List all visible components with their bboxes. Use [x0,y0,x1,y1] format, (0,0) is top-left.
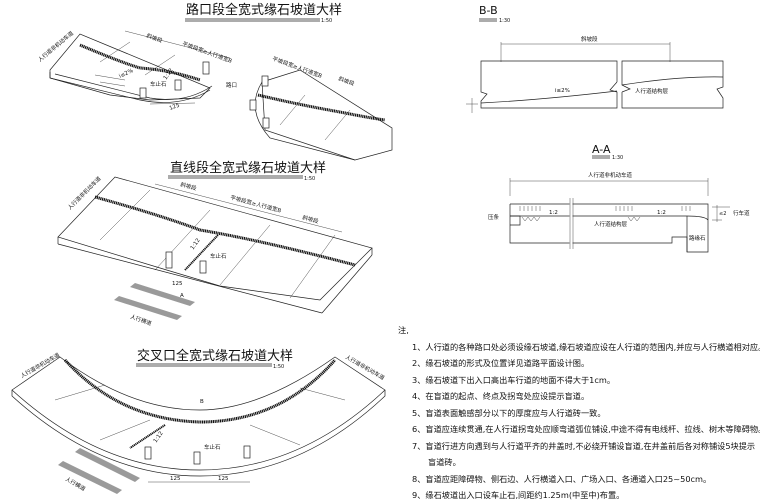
crosswalk-stripe [58,461,122,494]
bollard-icon [262,117,270,129]
left-label: 压条 [488,213,500,221]
slope-section-label: 斜坡段 [145,31,164,44]
note-item: 5、盲道表面触感部分以下的厚度应与人行道砖一致。 [412,407,606,418]
intersection-segment-drawing: 路口段全宽式缘石坡道大样 1:50 i≤2% 人行道非机动车道 斜坡段 平坡段宽… [36,2,393,161]
section-bb-title: B-B [479,4,498,17]
note-item: 8、盲道应距障碍物、侧石边、人行横道入口、广场入口、各通道入口25~50cm。 [412,473,712,484]
note-item: 2、缘石坡道的形式及位置详见道路平面设计图。 [412,358,590,368]
bollard-label: 车止石 [210,252,227,260]
bollard-icon [202,61,210,75]
bollard-label: 车止石 [204,443,221,451]
crosswalk-label: 人行横道 [129,312,153,327]
slope-right-label: 1:2 [657,210,666,216]
bollard-icon [144,446,152,460]
scale-label: 1:30 [612,155,623,161]
bollard-label: 车止石 [150,80,167,88]
curb-label: 路缘石 [689,234,706,242]
bollard-icon [249,99,257,111]
bollard-icon [199,260,207,274]
spacing-label: 125 [169,102,181,111]
section-bb: B-B 1:30 斜坡段 i≤2% 人行道结构层 [466,4,724,113]
scale-label: 1:50 [304,176,315,182]
note-item-continuation: 盲道砖。 [428,457,461,467]
note-item: 9、缘石坡道出入口设车止石,间距约1.25m(中至中)布置。 [412,490,625,500]
slope-ratio-label: i≤2% [118,68,134,80]
crossing-segment-drawing: 交叉口全宽式缘石坡道大样 1:50 车止石 1:12 B 125 125 人行道… [11,348,387,494]
layer-label: 人行道结构层 [594,220,628,228]
crosswalk-stripe [75,448,140,482]
bollard-icon [139,87,147,99]
spacing-label-left: 125 [170,476,181,482]
bollard-icon [193,451,201,465]
section-aa-title: A-A [592,143,611,156]
notes-block: 注, 1、人行道的各种路口处必须设缘石坡道,缘石坡道应设在人行道的范围内,并应与… [398,322,760,504]
slope-left-label: 1:2 [549,210,558,216]
height-label: ≤2 [719,211,726,217]
scale-label: 1:50 [273,364,284,370]
straight-segment-drawing: 直线段全宽式缘石坡道大样 1:50 车止石 1:12 125 A 人行道非机动车… [57,160,373,328]
bollard-icon [261,75,269,87]
note-item: 6、盲道应连续贯通,在人行道拐弯处应顺弯道弧位铺设,中途不得有电线杆、拉线、树木… [412,424,760,434]
slope-label: i≤2% [555,88,570,94]
note-item: 1、人行道的各种路口处必须设缘石坡道,缘石坡道应设在人行道的范围内,并应与人行横… [412,341,760,352]
section-mark-a: A [180,293,184,299]
carriageway-label: 行车道 [733,209,750,217]
intersection-label: 路口 [226,81,237,89]
notes-heading: 注, [398,325,409,335]
scale-label: 1:50 [321,18,332,24]
slope-section-label-left: 斜坡段 [179,180,197,192]
crosswalk-stripe [130,283,195,306]
note-item: 3、缘石坡道下出入口高出车行道的地面不得大于1cm。 [412,374,616,385]
dimension-label: 斜坡段 [581,35,598,43]
slope-section-label-right: 斜坡段 [301,213,319,225]
crossing-segment-title: 交叉口全宽式缘石坡道大样 [137,348,293,364]
intersection-segment-title: 路口段全宽式缘石坡道大样 [186,2,342,18]
straight-segment-title: 直线段全宽式缘石坡道大样 [170,160,326,176]
section-mark-b: B [200,399,204,405]
spacing-label-right: 125 [218,476,229,482]
bollard-icon [165,251,173,269]
section-aa: A-A 1:30 人行道非机动车道 压条 1:2 1:2 人行道结构层 路缘石 … [488,143,750,253]
note-item: 7、盲道行进方向遇到与人行道平齐的井盖时,不必绕开铺设盲道,在井盖前后各对称铺设… [412,440,756,451]
note-item: 4、在盲道的起点、终点及拐弯处应设提示盲道。 [412,391,590,401]
crosswalk-stripe [114,296,182,320]
bollard-icon [174,79,182,91]
layer-label: 人行道结构层 [635,87,669,95]
scale-label: 1:30 [499,18,510,24]
slope-section-label-right: 斜坡段 [337,74,356,87]
dimension-label: 人行道非机动车道 [588,171,633,179]
bollard-icon [243,445,251,459]
spacing-label: 125 [172,281,183,287]
